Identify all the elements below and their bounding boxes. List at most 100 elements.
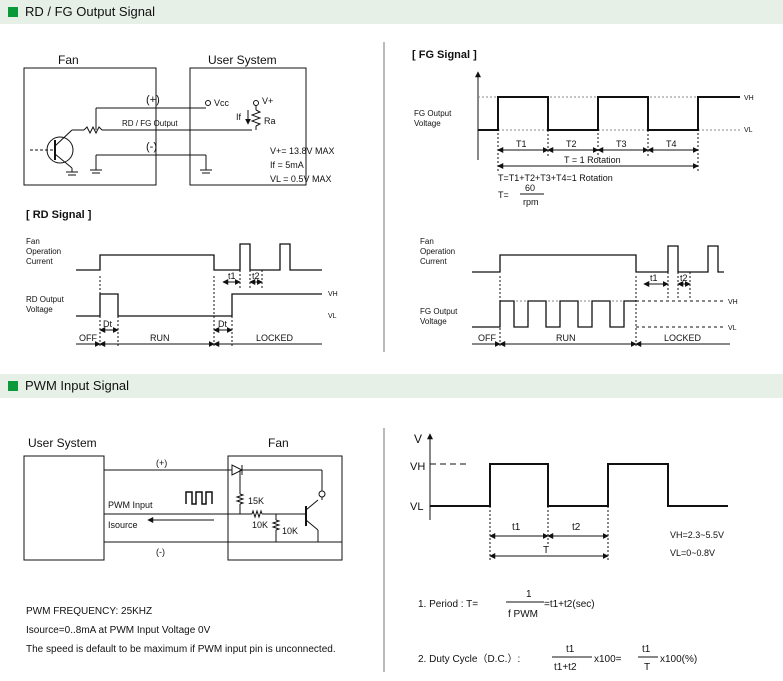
period-formula-label: 1. Period : T= [418, 599, 478, 610]
pwm-v-label: V [414, 432, 422, 446]
output-circuit [23, 67, 307, 186]
rd-output-label: RD Output [26, 295, 65, 304]
duty-formula-label: 2. Duty Cycle（D.C.）: [418, 653, 520, 665]
period-formula-rhs: =t1+t2(sec) [544, 599, 595, 610]
vcc-label: Vcc [214, 98, 230, 108]
pwm-fan-box [227, 455, 343, 561]
rdfg-output-label: RD / FG Output [122, 119, 178, 128]
r10k-label: 10K [252, 520, 268, 530]
fg-lower-waveforms [472, 245, 730, 347]
fg-vh-label: VH [744, 95, 754, 102]
rd-current-label: Fan [26, 237, 40, 246]
pwm-circuit [23, 455, 343, 561]
fg-lower-run-label: RUN [556, 333, 576, 343]
plus-label: (+) [146, 94, 160, 106]
r10k2-label: 10K [282, 526, 298, 536]
pwm-isource-note: Isource=0..8mA at PWM Input Voltage 0V [26, 625, 211, 636]
section-marker-icon [8, 7, 18, 17]
pwm-minus-label: (-) [156, 547, 165, 557]
section-marker-icon [8, 381, 18, 391]
period-formula-den: f PWM [508, 609, 538, 620]
fg-current-label: Operation [420, 247, 455, 256]
fg-lower-t1-label: t1 [650, 273, 658, 283]
pwm-fan-label: Fan [268, 436, 289, 450]
pwm-vh-range: VH=2.3~5.5V [670, 530, 724, 540]
fg-lower-vl-label: VL [728, 325, 737, 332]
rd-t2-label: t2 [252, 271, 260, 281]
rd-locked-label: LOCKED [256, 333, 294, 343]
rd-dt-label: Dt [103, 319, 112, 329]
duty-formula-den2: T [644, 662, 650, 673]
fg-waveform [475, 71, 740, 195]
section-title-pwm: PWM Input Signal [25, 378, 130, 393]
rd-vl-label: VL [328, 313, 337, 320]
isource-label: Isource [108, 520, 138, 530]
pwm-T-label: T [543, 545, 549, 556]
rd-dt-label: Dt [218, 319, 227, 329]
rd-waveforms [76, 243, 322, 347]
fg-formula-1: T=T1+T2+T3+T4=1 Rotation [498, 173, 613, 183]
fg-t2-label: T2 [566, 139, 577, 149]
pwm-t1-label: t1 [512, 522, 521, 533]
pwm-plus-label: (+) [156, 458, 167, 468]
pwm-input-label: PWM Input [108, 500, 153, 510]
rd-run-label: RUN [150, 333, 170, 343]
pwm-user-box [23, 455, 105, 561]
fg-t3-label: T3 [616, 139, 627, 149]
spec-vplus: V+= 13.8V MAX [270, 146, 335, 156]
fg-t4-label: T4 [666, 139, 677, 149]
duty-formula-mid: x100= [594, 654, 622, 665]
fan-box [23, 67, 157, 186]
fg-t1-label: T1 [516, 139, 527, 149]
pwm-vh-label: VH [410, 461, 425, 473]
minus-label: (-) [146, 141, 157, 153]
rd-t1-label: t1 [228, 271, 236, 281]
pwm-vl-label: VL [410, 501, 423, 513]
rd-current-label: Operation [26, 247, 61, 256]
fg-formula-2-lhs: T= [498, 190, 509, 200]
fg-rotation-label: T = 1 Rotation [564, 155, 621, 165]
fg-vl-label: VL [744, 127, 753, 134]
fg-lower-off-label: OFF [478, 333, 496, 343]
fg-lower-t2-label: t2 [680, 273, 688, 283]
fg-output-label: Voltage [414, 119, 441, 128]
fg-lower-output-label: Voltage [420, 317, 447, 326]
duty-formula-den1: t1+t2 [554, 662, 577, 673]
ra-label: Ra [264, 116, 276, 126]
pwm-waveform [427, 433, 728, 560]
r15k-label: 15K [248, 496, 264, 506]
pwm-frequency-note: PWM FREQUENCY: 25KHZ [26, 606, 152, 617]
vplus-label: V+ [262, 96, 273, 106]
rd-vh-label: VH [328, 291, 338, 298]
spec-if: If = 5mA [270, 160, 304, 170]
rd-output-label: Voltage [26, 305, 53, 314]
fg-lower-output-label: FG Output [420, 307, 458, 316]
user-system-box [189, 67, 307, 186]
duty-formula-rhs: x100(%) [660, 654, 697, 665]
fg-formula-2-den: rpm [523, 197, 539, 207]
user-system-label: User System [208, 53, 277, 67]
pwm-user-label: User System [28, 436, 97, 450]
rd-current-label: Current [26, 257, 53, 266]
fg-signal-title: [ FG Signal ] [412, 49, 477, 61]
period-formula-num: 1 [526, 589, 532, 600]
pwm-vl-range: VL=0~0.8V [670, 548, 715, 558]
rd-off-label: OFF [79, 333, 97, 343]
duty-formula-num1: t1 [566, 644, 575, 655]
section-title-rdfg: RD / FG Output Signal [25, 4, 156, 19]
fg-lower-locked-label: LOCKED [664, 333, 702, 343]
spec-vl: VL = 0.5V MAX [270, 174, 331, 184]
fg-current-label: Current [420, 257, 447, 266]
section-header-pwm: PWM Input Signal [0, 374, 783, 398]
section-header-rdfg: RD / FG Output Signal [0, 0, 783, 24]
pwm-default-note: The speed is default to be maximum if PW… [26, 644, 336, 655]
pwm-t2-label: t2 [572, 522, 581, 533]
fg-lower-vh-label: VH [728, 299, 738, 306]
rd-signal-title: [ RD Signal ] [26, 209, 92, 221]
fg-output-label: FG Output [414, 109, 452, 118]
fan-label: Fan [58, 53, 79, 67]
fg-current-label: Fan [420, 237, 434, 246]
if-label: If [236, 112, 242, 122]
duty-formula-num2: t1 [642, 644, 651, 655]
